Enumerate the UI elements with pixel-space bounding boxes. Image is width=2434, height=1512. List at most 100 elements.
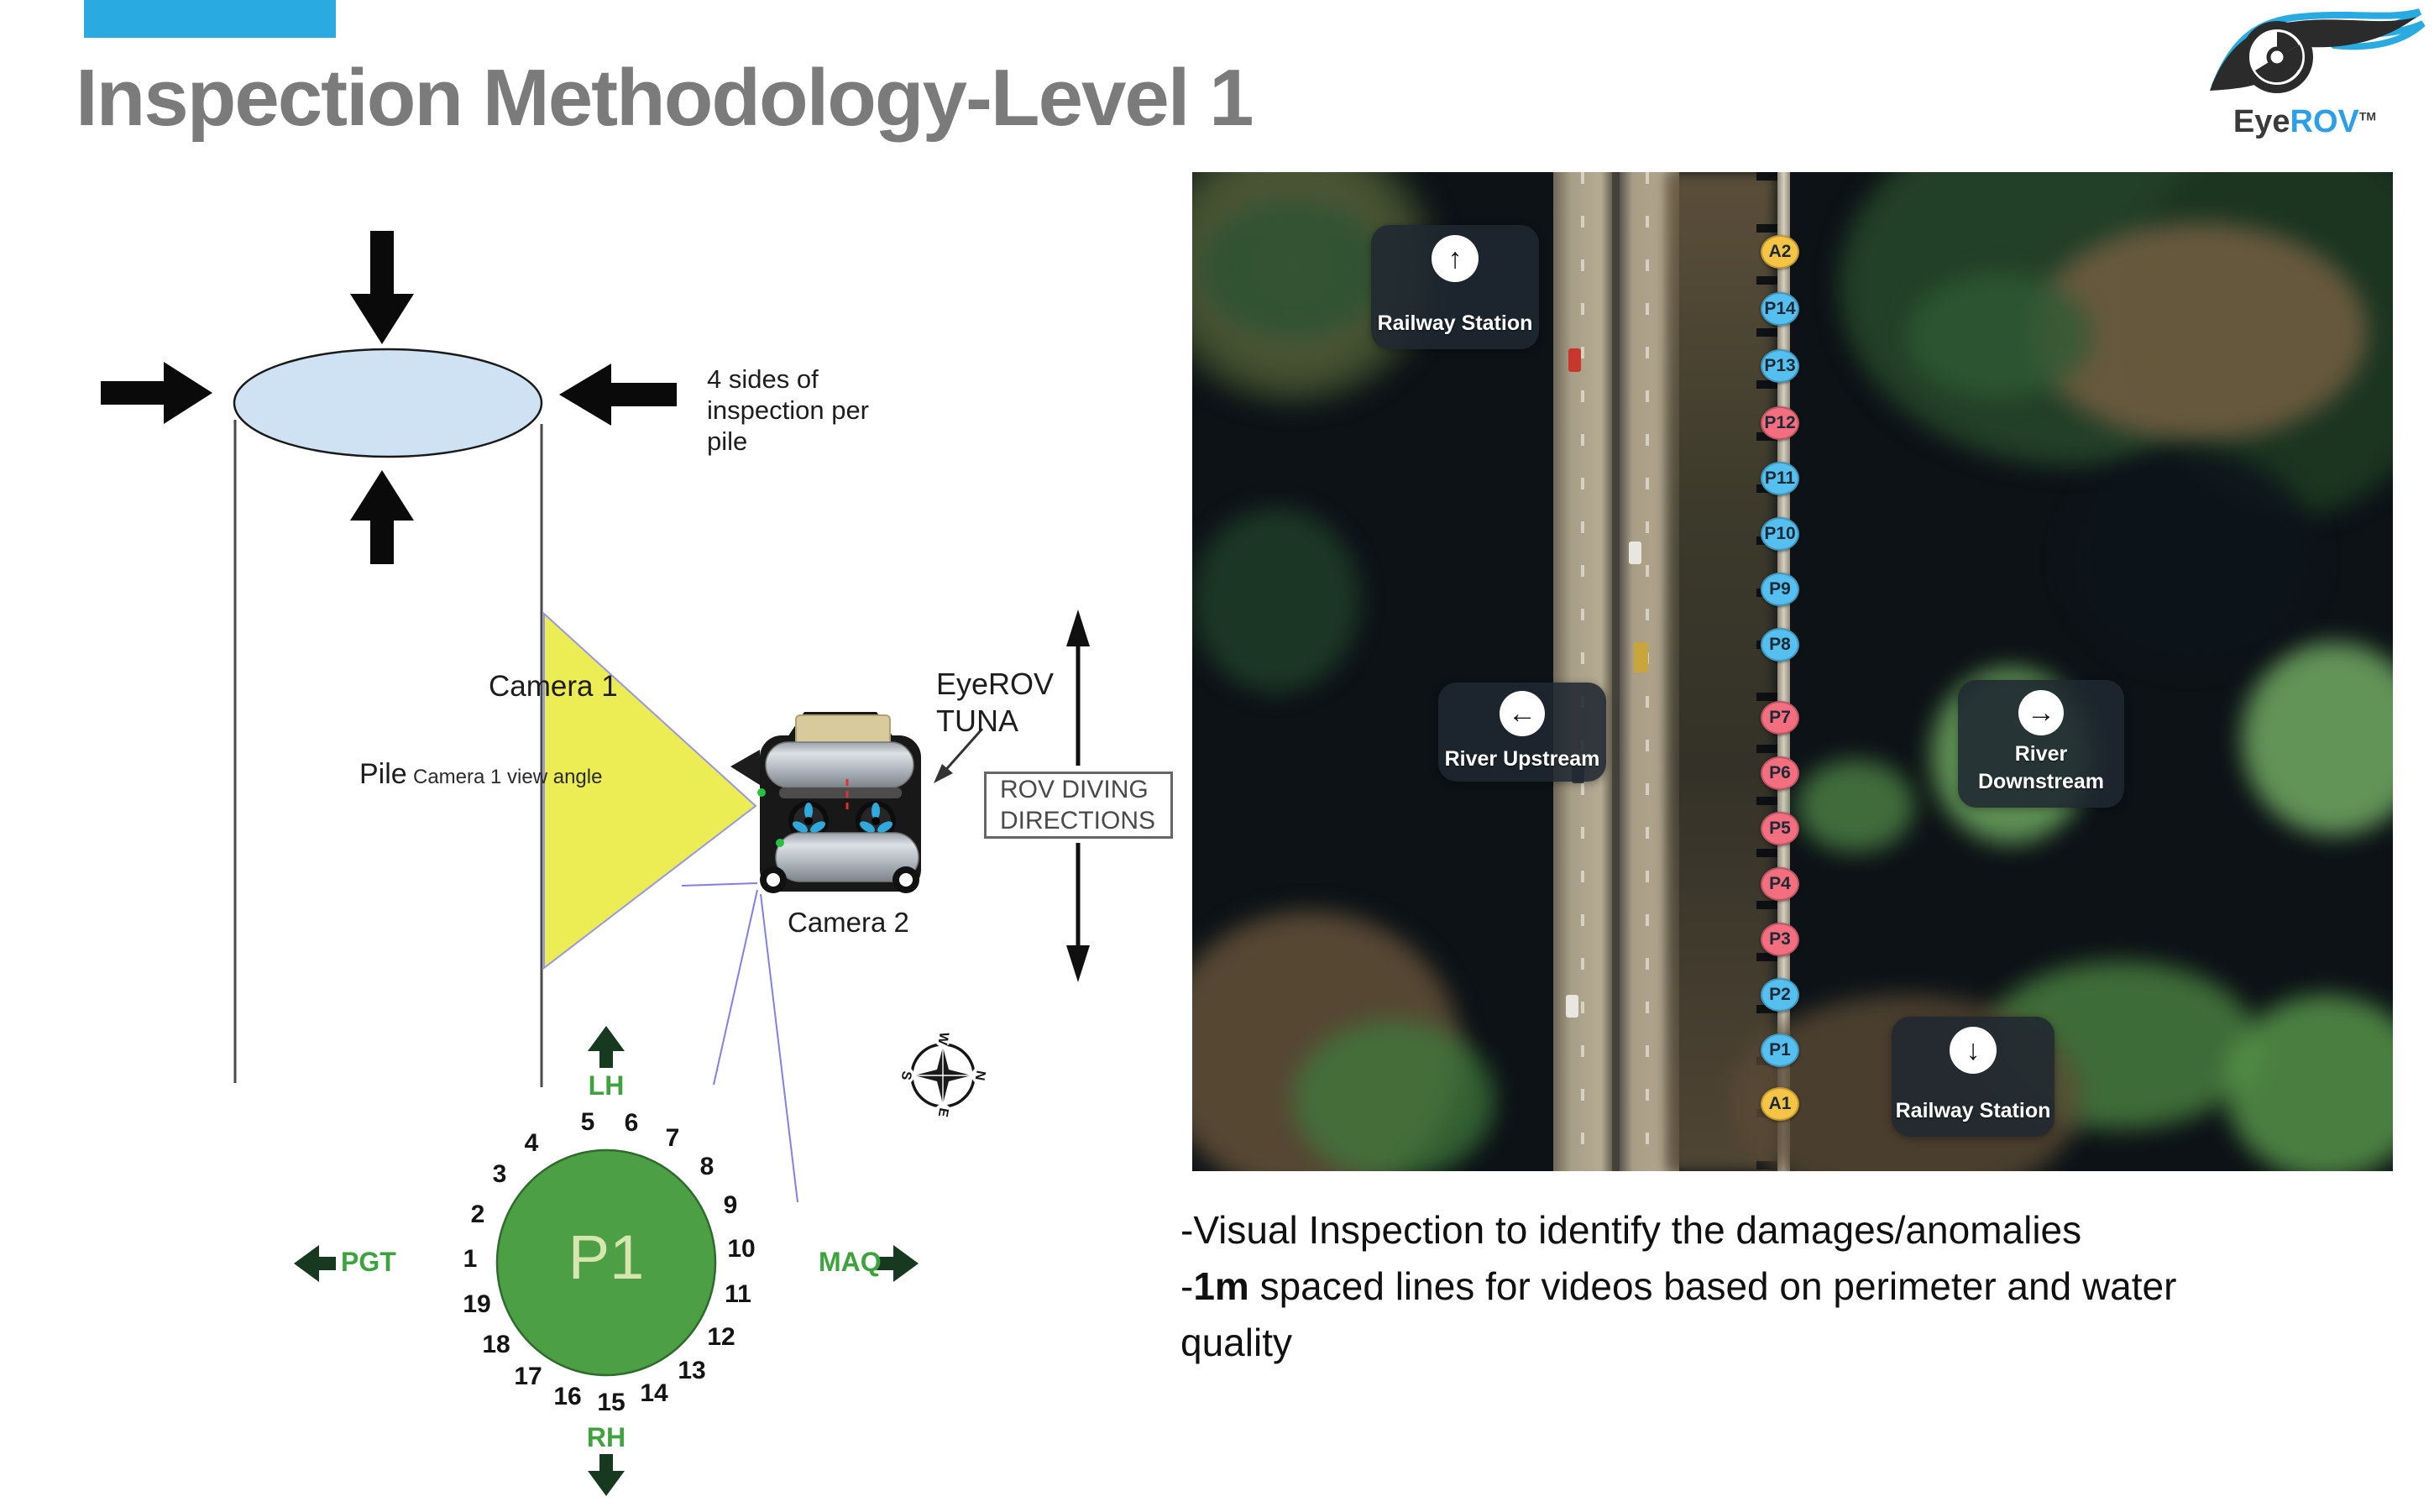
notes-block: -Visual Inspection to identify the damag… bbox=[1180, 1202, 2431, 1371]
rov-tuna-label: EyeROV TUNA bbox=[936, 666, 1054, 740]
logo-tm-text: TM bbox=[2358, 109, 2377, 123]
map-vehicle-white2 bbox=[1566, 995, 1578, 1018]
dial-label-rh: RH bbox=[586, 1422, 626, 1452]
note-line-2: -1m spaced lines for videos based on per… bbox=[1180, 1258, 2431, 1315]
dial-number-13: 13 bbox=[678, 1357, 706, 1384]
dial-number-4: 4 bbox=[524, 1129, 539, 1157]
map-vehicle-white1 bbox=[1629, 541, 1641, 564]
river-downstream-label: River Downstream bbox=[1978, 740, 2104, 796]
right-arrow-icon: → bbox=[2018, 690, 2064, 735]
eyerov-logo-graphic bbox=[2210, 8, 2426, 93]
map-green-left bbox=[1192, 508, 1360, 693]
pile-marker-p8[interactable]: P8 bbox=[1761, 628, 1799, 662]
inspection-note-line2: inspection per bbox=[707, 395, 870, 425]
map-algae-right bbox=[2242, 642, 2393, 835]
pile-marker-a1[interactable]: A1 bbox=[1761, 1087, 1799, 1121]
page-title: Inspection Methodology-Level 1 bbox=[76, 53, 1254, 143]
pile-label: Pile bbox=[359, 758, 407, 790]
eyerov-logo: EyeROVTM bbox=[2200, 5, 2426, 139]
dial-number-15: 15 bbox=[597, 1389, 626, 1416]
dial-number-12: 12 bbox=[707, 1323, 735, 1351]
up-arrow-glyph: ↑ bbox=[1447, 242, 1463, 275]
camera1-view-angle-label: Camera 1 view angle bbox=[413, 766, 603, 788]
map-badge-river-upstream[interactable]: ← River Upstream bbox=[1438, 683, 1606, 782]
inspection-direction-arrows bbox=[101, 231, 677, 564]
dial-number-1: 1 bbox=[463, 1245, 478, 1273]
down-arrow-icon: ↓ bbox=[1950, 1027, 1997, 1074]
note-line-1: -Visual Inspection to identify the damag… bbox=[1180, 1208, 2082, 1252]
left-arrow-glyph: ← bbox=[1508, 697, 1536, 730]
dial-number-17: 17 bbox=[514, 1363, 542, 1390]
dial-number-8: 8 bbox=[699, 1153, 714, 1180]
left-arrow-icon: ← bbox=[1500, 691, 1545, 736]
pile-marker-p7[interactable]: P7 bbox=[1761, 701, 1799, 735]
camera1-label: Camera 1 bbox=[489, 670, 618, 703]
map-green-bottomleft bbox=[1293, 1020, 1494, 1171]
logo-eye-text: Eye bbox=[2232, 104, 2290, 139]
diving-box-line2: DIRECTIONS bbox=[1000, 807, 1156, 834]
dial-number-16: 16 bbox=[553, 1383, 582, 1410]
dial-number-5: 5 bbox=[580, 1108, 595, 1136]
map-highway-median bbox=[1612, 172, 1620, 1171]
map-water-right bbox=[2065, 449, 2317, 667]
down-arrow-glyph: ↓ bbox=[1966, 1033, 1981, 1066]
camera1-view-cone bbox=[543, 611, 757, 971]
logo-rov-text: ROV bbox=[2290, 104, 2359, 139]
right-arrow-glyph: → bbox=[2027, 696, 2055, 729]
dial-label-lh: LH bbox=[588, 1070, 625, 1101]
dial-number-14: 14 bbox=[640, 1379, 668, 1407]
dial-number-19: 19 bbox=[463, 1290, 491, 1318]
note2-bold: 1m bbox=[1193, 1264, 1249, 1308]
pile-marker-p2[interactable]: P2 bbox=[1761, 978, 1799, 1012]
dial-number-9: 9 bbox=[723, 1191, 738, 1219]
dial-number-7: 7 bbox=[665, 1124, 680, 1152]
dial-number-2: 2 bbox=[470, 1201, 485, 1228]
pile-marker-p13[interactable]: P13 bbox=[1761, 349, 1799, 383]
svg-text:W: W bbox=[934, 1031, 951, 1047]
note2-prefix: - bbox=[1180, 1264, 1194, 1308]
dial-number-18: 18 bbox=[482, 1331, 510, 1358]
rov-diving-directions-box: ROV DIVING DIRECTIONS bbox=[984, 772, 1173, 839]
map-badge-railway-station-top[interactable]: ↑ Railway Station bbox=[1371, 225, 1539, 349]
rov-label-line1: EyeROV bbox=[936, 667, 1055, 701]
map-badge-river-downstream[interactable]: → River Downstream bbox=[1958, 680, 2124, 808]
map-algae-nearrail bbox=[1797, 760, 1914, 852]
river-upstream-label: River Upstream bbox=[1444, 747, 1600, 771]
pile-marker-a2[interactable]: A2 bbox=[1761, 235, 1799, 269]
pile-marker-p9[interactable]: P9 bbox=[1761, 573, 1799, 606]
accent-bar bbox=[84, 0, 336, 38]
river-downstream-line1: River bbox=[2014, 742, 2068, 766]
pile-marker-p14[interactable]: P14 bbox=[1761, 292, 1799, 326]
inspection-note-line3: pile bbox=[707, 426, 748, 456]
pile-marker-p12[interactable]: P12 bbox=[1761, 406, 1799, 440]
pile-marker-p10[interactable]: P10 bbox=[1761, 517, 1799, 551]
pile-cylinder bbox=[233, 348, 543, 1087]
map-vehicle-truck bbox=[1634, 642, 1648, 672]
dial-number-3: 3 bbox=[492, 1160, 507, 1188]
diving-box-line1: ROV DIVING bbox=[1000, 776, 1149, 803]
pile-marker-p1[interactable]: P1 bbox=[1761, 1033, 1799, 1067]
pile-marker-p5[interactable]: P5 bbox=[1761, 812, 1799, 845]
pile-marker-p11[interactable]: P11 bbox=[1761, 462, 1799, 495]
railway-station-top-label: Railway Station bbox=[1377, 311, 1533, 335]
svg-text:S: S bbox=[898, 1070, 914, 1081]
pile-marker-p6[interactable]: P6 bbox=[1761, 756, 1799, 790]
pile-marker-p3[interactable]: P3 bbox=[1761, 923, 1799, 956]
up-arrow-icon: ↑ bbox=[1432, 235, 1479, 282]
rov-tuna-graphic bbox=[730, 712, 921, 893]
compass-icon: W N E S bbox=[898, 1030, 988, 1121]
dial-label-pgt: PGT bbox=[341, 1247, 396, 1277]
note2-rest: spaced lines for videos based on perimet… bbox=[1248, 1264, 2177, 1308]
pile-marker-p4[interactable]: P4 bbox=[1761, 867, 1799, 901]
dial-label-maq: MAQ bbox=[819, 1247, 882, 1277]
map-badge-railway-station-bottom[interactable]: ↓ Railway Station bbox=[1892, 1017, 2055, 1137]
dial-center-label: P1 bbox=[568, 1222, 645, 1292]
svg-text:N: N bbox=[972, 1070, 988, 1081]
map-green-bottomright2 bbox=[2225, 995, 2393, 1171]
camera2-label: Camera 2 bbox=[788, 907, 909, 938]
map[interactable]: ↑ Railway Station ← River Upstream → Riv… bbox=[1192, 172, 2393, 1171]
railway-station-bottom-label: Railway Station bbox=[1895, 1099, 2051, 1122]
dial-number-11: 11 bbox=[725, 1280, 751, 1308]
dial-number-6: 6 bbox=[624, 1109, 639, 1137]
